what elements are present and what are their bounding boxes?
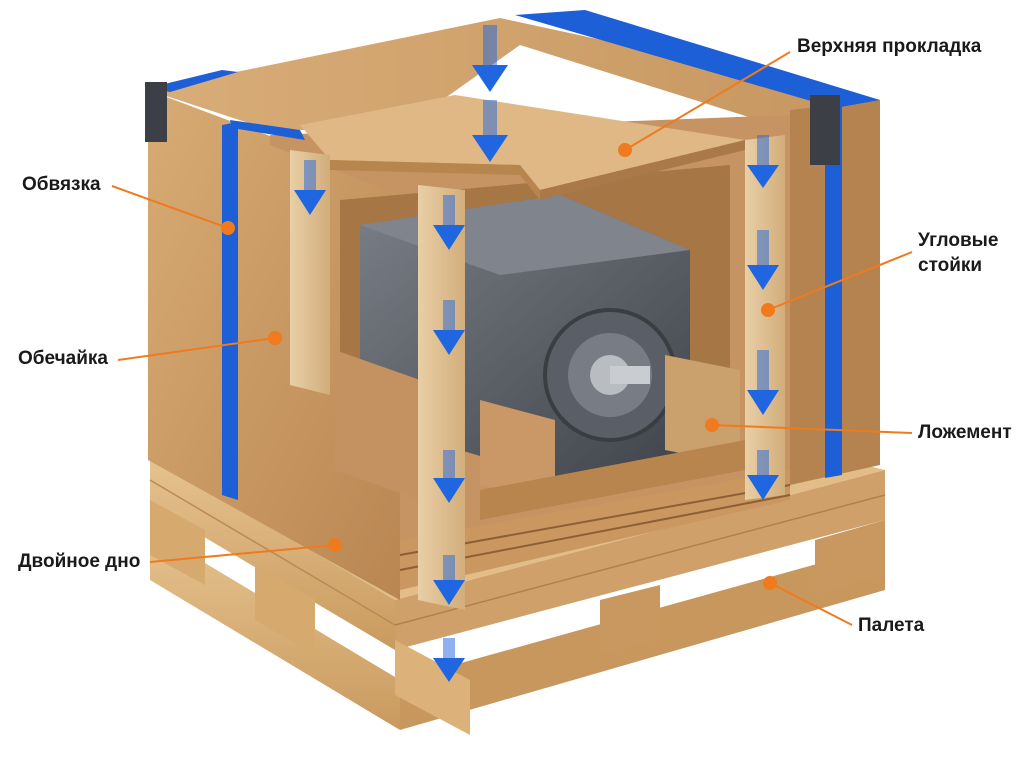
down-arrow-icon — [433, 300, 465, 355]
down-arrow-icon — [747, 450, 779, 500]
label-top-pad: Верхняя прокладка — [797, 36, 982, 57]
callout-line-sleeve — [117, 337, 276, 361]
cradle — [335, 350, 745, 520]
down-arrow-icon — [433, 195, 465, 250]
down-arrow-icon — [747, 350, 779, 415]
down-arrow-icon — [433, 555, 465, 605]
label-sleeve: Обечайка — [18, 348, 108, 369]
label-corner-posts-line1: Угловые — [918, 230, 999, 251]
label-corner-posts-line2: стойки — [918, 255, 983, 276]
callout-lines — [111, 51, 913, 626]
callout-line-strap — [111, 185, 229, 229]
down-arrow-icon — [294, 160, 326, 215]
callout-line-corner-posts — [767, 251, 913, 311]
down-arrow-icon — [747, 135, 779, 188]
down-arrow-icon — [433, 638, 465, 682]
callout-line-cradle — [711, 424, 913, 434]
label-pallet: Палета — [858, 615, 925, 636]
callout-line-double-bottom — [149, 544, 336, 563]
corner-posts — [290, 135, 785, 610]
down-arrow-icon — [747, 230, 779, 290]
down-arrow-icon — [433, 450, 465, 503]
top-pad — [300, 95, 745, 200]
strap — [145, 10, 880, 500]
label-double-bottom: Двойное дно — [18, 551, 141, 572]
label-cradle: Ложемент — [918, 422, 1012, 443]
load-arrows — [294, 25, 779, 682]
down-arrow-icon — [472, 25, 508, 92]
down-arrow-icon — [472, 100, 508, 162]
callout-line-pallet — [769, 582, 853, 626]
callout-line-top-pad — [624, 51, 791, 151]
label-strap: Обвязка — [22, 174, 101, 195]
double-bottom — [399, 470, 791, 590]
